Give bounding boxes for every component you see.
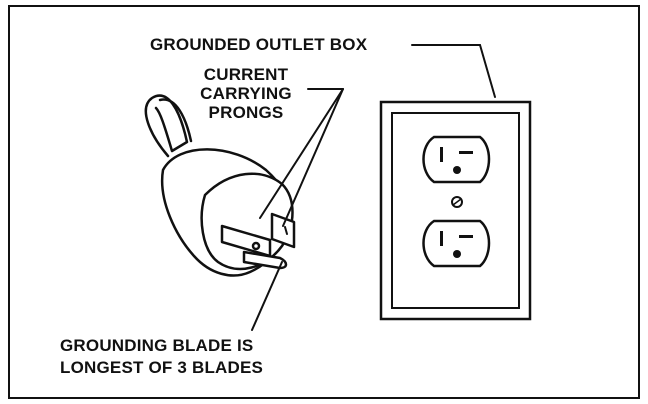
diagram-border <box>8 5 640 399</box>
receptacle-upper <box>422 135 491 184</box>
current-prongs-label-line3: PRONGS <box>208 103 284 122</box>
outlet-illustration <box>379 100 532 321</box>
grounding-blade-label: GROUNDING BLADE IS LONGEST OF 3 BLADES <box>60 335 263 379</box>
leader-outlet-box <box>411 44 496 98</box>
outlet-cover-plate <box>391 112 520 309</box>
cover-screw <box>451 196 463 208</box>
outlet-box-label: GROUNDED OUTLET BOX <box>150 35 368 54</box>
current-prongs-label-line2: CARRYING <box>200 84 292 103</box>
current-prongs-label: CURRENT CARRYING PRONGS <box>176 65 316 122</box>
plug-illustration <box>144 94 296 277</box>
current-prongs-label-line1: CURRENT <box>203 65 289 84</box>
power-cord <box>144 94 189 158</box>
grounding-blade-label-line1: GROUNDING BLADE IS <box>60 336 254 355</box>
leader-grounding-blade <box>251 261 283 331</box>
grounding-blade-label-line2: LONGEST OF 3 BLADES <box>60 358 264 377</box>
leader-lines <box>251 44 496 331</box>
receptacle-lower <box>422 219 491 268</box>
